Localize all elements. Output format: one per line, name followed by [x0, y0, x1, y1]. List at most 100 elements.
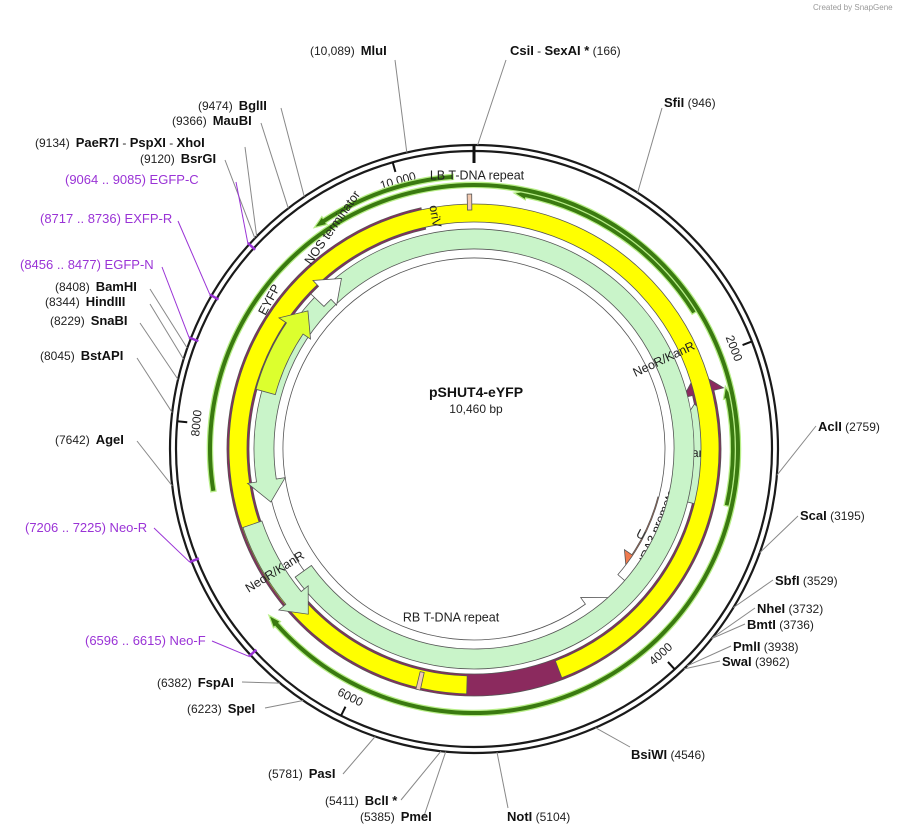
neo-r-leader — [153, 527, 190, 563]
noti-part-1: (5104) — [532, 810, 570, 824]
pmli-part-1: (3938) — [760, 640, 798, 654]
orf-green-neo-arrow — [206, 181, 742, 717]
noti-part-0: NotI — [507, 809, 532, 824]
hindiii-part-1: HindIII — [86, 294, 126, 309]
bsiwi-part-1: (4546) — [667, 748, 705, 762]
bamhi-leader — [149, 288, 188, 349]
egfp-n-site — [188, 336, 199, 343]
tick-6000 — [340, 706, 347, 717]
bstapi-part-0: (8045) — [40, 349, 75, 363]
nhei-part-0: NheI — [757, 601, 785, 616]
bsrgi-label: (9120)BsrGI — [140, 151, 216, 166]
csii-sexai-label: CsiI - SexAI * (166) — [510, 43, 621, 58]
neor-inner-feature — [246, 228, 695, 670]
swai-part-1: (3962) — [752, 655, 790, 669]
paer7i-pspxi-xhoi-part-3: PspXI — [130, 135, 166, 150]
sfii-part-1: (946) — [684, 96, 715, 110]
neo-r-site — [189, 557, 200, 564]
bstapi-leader — [136, 357, 173, 413]
bamhi-part-1: BamHI — [96, 279, 137, 294]
fspai-leader — [241, 681, 281, 684]
bstapi-part-1: BstAPI — [81, 348, 124, 363]
neo-f-site — [248, 648, 258, 658]
tick-2000 — [742, 340, 753, 346]
snabi-label: (8229)SnaBI — [50, 313, 128, 328]
lb-repeat-label: LB T-DNA repeat — [430, 168, 525, 182]
neo-f-label: (6596 .. 6615) Neo-F — [85, 633, 206, 648]
fspai-part-1: FspAI — [198, 675, 234, 690]
csii-sexai-part-2: SexAI * — [545, 43, 591, 58]
acli-part-1: (2759) — [842, 420, 880, 434]
noti-leader — [496, 752, 509, 809]
nhei-label: NheI (3732) — [757, 601, 823, 616]
oriv-feature — [228, 203, 720, 695]
sbfi-leader — [733, 579, 774, 609]
mlui-part-1: MluI — [361, 43, 387, 58]
paer7i-pspxi-xhoi-part-2: - — [119, 136, 130, 150]
maubi-part-0: (9366) — [172, 114, 207, 128]
bcli-part-0: (5411) — [325, 794, 359, 808]
bmti-label: BmtI (3736) — [747, 617, 814, 632]
tick-8000 — [177, 420, 188, 424]
pasi-label: (5781)PasI — [268, 766, 335, 781]
hindiii-part-0: (8344) — [45, 295, 80, 309]
maubi-leader — [260, 122, 289, 209]
paer7i-pspxi-xhoi-part-4: - — [166, 136, 177, 150]
bsiwi-leader — [595, 727, 631, 748]
bcli-label: (5411)BclI * — [325, 793, 398, 808]
scai-leader — [759, 515, 799, 554]
scai-label: ScaI (3195) — [800, 508, 865, 523]
agei-part-1: AgeI — [96, 432, 124, 447]
bsrgi-part-1: BsrGI — [181, 151, 216, 166]
sbfi-label: SbfI (3529) — [775, 573, 838, 588]
bglii-part-1: BglII — [239, 98, 267, 113]
spei-label: (6223) SpeI — [187, 701, 255, 716]
mlui-leader — [394, 59, 408, 153]
snabi-leader — [139, 322, 179, 380]
egfp-c-label: (9064 .. 9085) EGFP-C — [65, 172, 199, 187]
tick-10000 — [391, 162, 397, 173]
hindiii-label: (8344) HindIII — [45, 294, 125, 309]
pasi-part-0: (5781) — [268, 767, 303, 781]
swai-label: SwaI (3962) — [722, 654, 790, 669]
bsiwi-part-0: BsiWI — [631, 747, 667, 762]
tick-4000 — [667, 661, 676, 670]
egfp-c-leader — [235, 181, 249, 244]
sfii-leader — [637, 107, 663, 193]
exfp-r-label: (8717 .. 8736) EXFP-R — [40, 211, 172, 226]
noti-label: NotI (5104) — [507, 809, 570, 824]
bglii-label: (9474) BglII — [198, 98, 267, 113]
paer7i-pspxi-xhoi-label: (9134)PaeR7I - PspXI - XhoI — [35, 135, 205, 150]
pasi-leader — [342, 736, 376, 775]
sbfi-part-0: SbfI — [775, 573, 800, 588]
spei-part-0: (6223) — [187, 702, 222, 716]
bamhi-label: (8408) BamHI — [55, 279, 137, 294]
plasmid-name: pSHUT4-eYFP — [429, 384, 523, 400]
mlui-part-0: (10,089) — [310, 44, 355, 58]
bmti-part-1: (3736) — [776, 618, 814, 632]
exfp-r-leader — [177, 220, 211, 295]
csii-sexai-part-1: - — [534, 44, 545, 58]
acli-leader — [776, 425, 817, 476]
pmli-label: PmlI (3938) — [733, 639, 799, 654]
egfp-n-label: (8456 .. 8477) EGFP-N — [20, 257, 154, 272]
agei-leader — [136, 440, 173, 487]
tick-label-2000: 2000 — [723, 333, 746, 363]
paer7i-pspxi-xhoi-part-0: (9134) — [35, 136, 70, 150]
egfp-c-site — [246, 242, 257, 251]
snabi-part-0: (8229) — [50, 314, 85, 328]
hindiii-leader — [149, 303, 184, 360]
csii-sexai-part-0: CsiI — [510, 43, 534, 58]
eyfp-feature — [255, 310, 311, 396]
exfp-r-site — [209, 293, 220, 301]
bcli-leader — [400, 750, 442, 801]
bglii-part-0: (9474) — [198, 99, 233, 113]
agei-part-0: (7642) — [55, 433, 90, 447]
fspai-label: (6382)FspAI — [157, 675, 234, 690]
maubi-label: (9366)MauBI — [172, 113, 252, 128]
spei-part-1: SpeI — [228, 701, 255, 716]
bamhi-part-0: (8408) — [55, 280, 90, 294]
pmli-leader — [686, 645, 732, 667]
